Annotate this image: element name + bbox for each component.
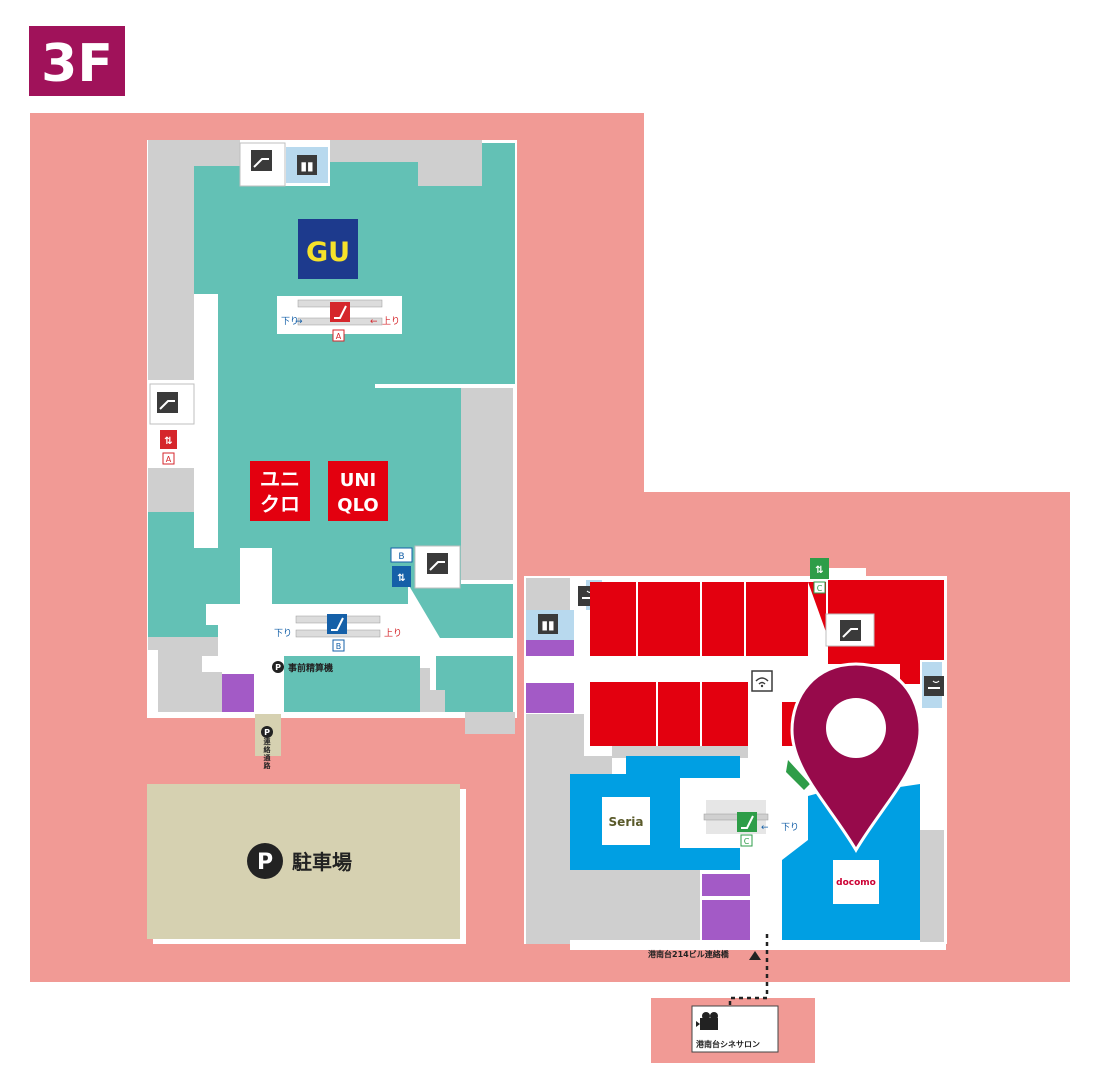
cinema-label: 港南台シネサロン: [696, 1039, 760, 1049]
seria-logo: [602, 797, 650, 845]
passage-label: 連絡通路: [264, 737, 272, 770]
service-room: [702, 900, 750, 940]
elevator-a-badge: A: [166, 455, 172, 464]
escalator-b-down: 下り: [274, 628, 292, 639]
shop-red: [590, 682, 656, 746]
escalator-c-down: 下り: [781, 822, 799, 833]
escalator-b-up: 上り: [384, 628, 402, 639]
svg-text:ユニ: ユニ: [260, 467, 300, 491]
svg-text:P: P: [264, 728, 270, 737]
docomo-logo: [833, 860, 879, 904]
svg-text:P: P: [275, 663, 281, 672]
shop-red: [658, 682, 700, 746]
svg-text:⇅: ⇅: [397, 573, 405, 584]
elevator-icon: ⇅: [810, 558, 829, 579]
parking-lot: P 駐車場: [147, 784, 466, 944]
restroom-icon: ▮▮: [297, 155, 317, 175]
parking-icon: P: [261, 726, 273, 738]
cinema-box: 港南台シネサロン: [691, 1005, 779, 1053]
service-room: [222, 674, 254, 712]
svg-text:▮▮: ▮▮: [300, 159, 313, 173]
escalator-a-up: 上り: [382, 316, 400, 327]
elevator-icon: ⇅: [392, 566, 411, 587]
service-room: [526, 640, 574, 656]
seria-logo-text: Seria: [609, 815, 644, 829]
elevator-icon: ⇅: [160, 430, 177, 449]
svg-text:⇅: ⇅: [815, 565, 823, 576]
uniqlo-logo-latin: [328, 461, 388, 521]
stairs-icon: [157, 392, 178, 413]
location-pin-icon: [790, 662, 922, 853]
svg-text:→: →: [295, 317, 303, 327]
elevator-c-badge: C: [817, 584, 823, 593]
svg-text:⇅: ⇅: [164, 436, 172, 447]
restroom-icon: ▮▮: [538, 614, 558, 634]
stairs-icon: [251, 150, 272, 171]
shop-red: [828, 580, 944, 684]
west-building: ▮▮ GU 下り → ← 上り A ⇅ A ユニ: [147, 140, 517, 734]
shop-red: [702, 682, 748, 746]
escalator-icon: [737, 812, 757, 832]
shop-red: [638, 582, 700, 656]
parking-icon: P: [247, 843, 283, 879]
bridge-label: 港南台214ビル連絡橋: [648, 949, 730, 959]
gu-logo-text: GU: [306, 237, 350, 268]
stairs-icon: [840, 620, 861, 641]
shop-red: [746, 582, 808, 656]
svg-text:▮▮: ▮▮: [541, 618, 554, 632]
cinema-icon: [696, 1012, 718, 1030]
parking-icon: P: [272, 661, 284, 673]
svg-text:←: ←: [370, 317, 378, 327]
shop-red: [702, 582, 744, 656]
smoking-icon: [924, 676, 944, 696]
escalator-icon: [330, 302, 350, 322]
svg-text:クロ: クロ: [260, 492, 300, 516]
svg-text:UNI: UNI: [340, 470, 376, 491]
escalator-icon: [327, 614, 347, 634]
parking-passage: P: [255, 714, 281, 756]
service-room: [702, 874, 750, 896]
shop-red: [590, 582, 636, 656]
floor-label: 3F: [41, 34, 113, 94]
bridge-marker: 港南台214ビル連絡橋: [648, 934, 769, 1018]
escalator-c-badge: C: [744, 837, 750, 846]
escalator-b-badge: B: [336, 642, 342, 651]
svg-text:QLO: QLO: [337, 495, 378, 516]
floor-badge: 3F: [29, 26, 125, 96]
docomo-logo-text: docomo: [836, 878, 876, 888]
service-room: [526, 683, 574, 713]
parking-label: 駐車場: [292, 850, 352, 874]
uniqlo-logo-kana: [250, 461, 310, 521]
svg-text:P: P: [257, 850, 273, 875]
store-zone-uniqlo: [218, 296, 461, 604]
east-building: ▮▮ ⇅ C: [524, 558, 947, 950]
gu-logo: [298, 219, 358, 279]
svg-text:←: ←: [761, 823, 769, 833]
prepay-machine-label: 事前精算機: [288, 662, 333, 674]
wifi-icon: [751, 670, 773, 692]
escalator-a-badge: A: [336, 332, 342, 341]
stairs-icon: [427, 553, 448, 574]
elevator-b-badge: B: [398, 552, 404, 562]
escalator-a-down: 下り: [281, 316, 299, 327]
